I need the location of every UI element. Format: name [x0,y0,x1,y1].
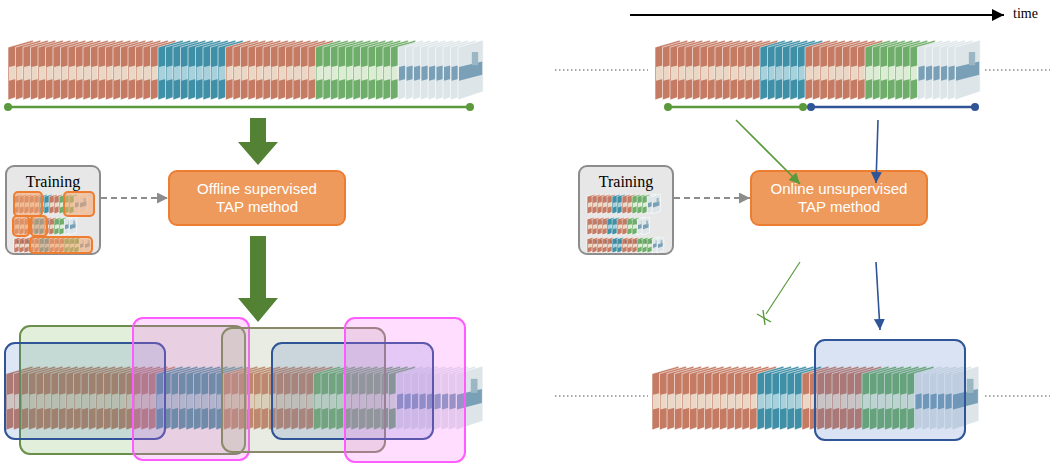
illustration-group [4,15,1050,462]
flow-arrow [238,118,278,165]
method-name: Online unsupervised TAP method [765,180,913,216]
method-box: Online unsupervised TAP method [750,170,928,226]
frame-detail [661,240,663,244]
continuation-dots [985,395,1050,396]
flow-arrow [238,236,278,322]
annotation-box [13,216,29,236]
video-frame [657,237,664,253]
continuation-dots [985,69,1050,70]
time-axis [630,14,1004,16]
chunk-input [736,120,800,184]
training-video [14,217,77,235]
training-video [587,194,660,214]
frame-detail [969,52,975,65]
segment-end [799,103,807,111]
annotation-box [30,237,92,253]
axis-label: time [1013,6,1038,22]
dashed-arrow [674,197,750,199]
continuation-dots [555,69,648,70]
video-frame [458,40,483,100]
annotation-box [14,192,42,216]
annotation-box [64,192,94,216]
method-box: Offline supervised TAP method [168,170,346,226]
frame-detail [472,52,478,65]
continuation-dots [555,395,648,396]
segment-end [971,103,979,111]
box-title: Training [599,173,654,191]
past-chunk [668,106,803,109]
method-name: Offline supervised TAP method [183,180,331,216]
input-video [8,40,483,100]
frame-detail [956,62,979,81]
chunk-output [876,262,880,330]
segment-end [4,103,12,111]
frame-detail [967,379,974,393]
video-extent [8,106,470,109]
discarded-output [766,262,800,314]
video-frame [69,217,77,235]
segment-end [466,103,474,111]
chunk-input [876,120,878,183]
frame-detail [471,379,478,393]
video-frame [955,40,980,100]
frame-detail [459,62,482,81]
frame-detail [646,221,648,225]
annotation-box [31,216,47,236]
proposal-box [815,340,965,440]
segment-end [664,103,672,111]
dashed-arrow [101,197,168,199]
current-chunk [811,106,975,109]
frame-detail [657,198,659,202]
discard-mark [763,310,765,325]
segment-end [807,103,815,111]
frame-detail [73,221,75,225]
training-video [587,217,650,235]
proposal-box [345,318,465,462]
box-title: Training [26,173,81,191]
video-frame [652,194,660,214]
streaming-video [655,40,980,100]
training-video [587,237,664,253]
video-frame [642,217,650,235]
